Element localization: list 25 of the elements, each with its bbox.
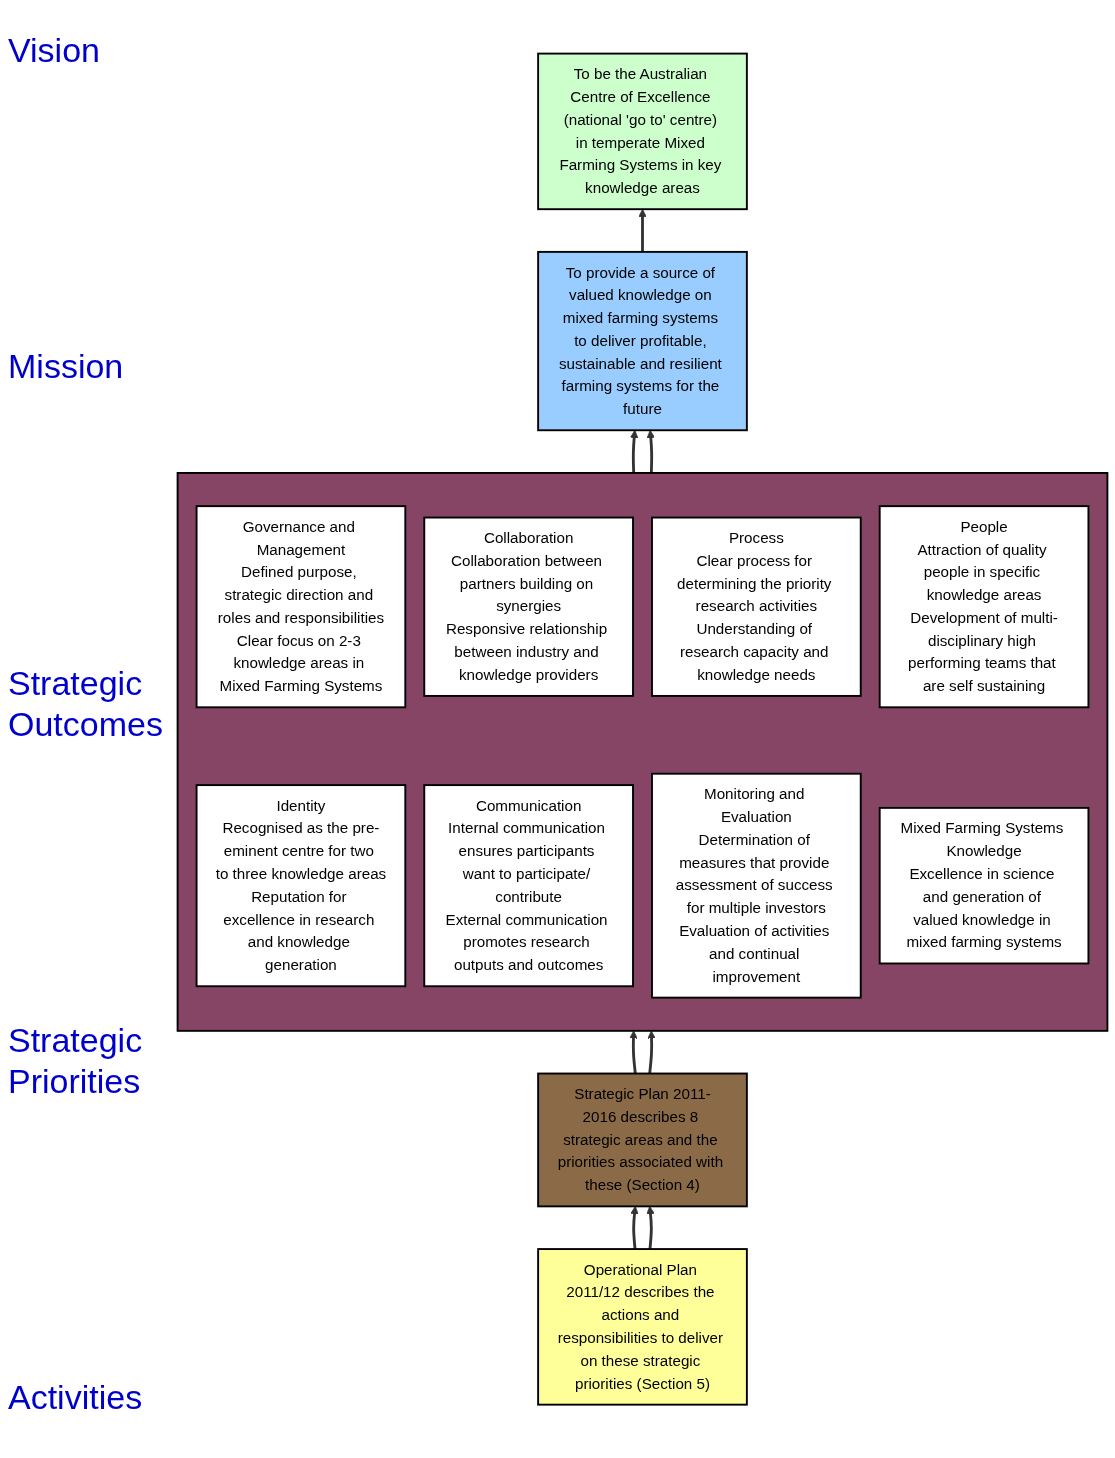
node-box: Operational Plan 2011/12 describes the actions and responsibilities to deliver on these strategic priorities (Section 5) (537, 1248, 748, 1406)
arrow (638, 208, 647, 252)
node-box: To provide a source of valued knowledge on mixed farming systems to deliver profitable, sustainable and resilient farming systems for the future (537, 250, 748, 432)
node-box: Mixed Farming Systems Knowledge Excellence in science and generation of valued knowledge in mixed farming systems (878, 806, 1090, 965)
node-box: Strategic Plan 2011-2016 describes 8 strategic areas and the priorities associated with these (Section 4) (537, 1072, 748, 1208)
arrow (646, 1205, 655, 1250)
row-label: Vision (8, 30, 101, 71)
arrow (630, 1205, 639, 1250)
node-box: Communication Internal communication ensures participants want to participate/ contribute External communication promotes research outputs and outcomes (423, 784, 634, 988)
node-box: Governance and Management Defined purpose, strategic direction and roles and responsibilities Clear focus on 2-3 knowledge areas in Mixed Farming Systems (195, 505, 407, 709)
row-label: Mission (8, 346, 125, 388)
node-box: To be the Australian Centre of Excellence (national 'go to' centre) in temperate Mixed Farming Systems in key knowledge areas (537, 52, 748, 210)
cluster (176, 471, 1109, 1032)
arrow (647, 1030, 656, 1074)
row-label: Strategic Priorities (8, 1019, 144, 1102)
node-box: Monitoring and Evaluation Determination of measures that provide assessment of success for multiple investors Evaluation of activities and continual improvement (651, 772, 862, 999)
node-box: Identity Recognised as the pre-eminent centre for two to three knowledge areas Reputation for excellence in research and knowledge generation (195, 784, 407, 988)
arrow (629, 1030, 638, 1074)
node-box: Process Clear process for determining the priority research activities Understanding of research capacity and knowledge needs (651, 516, 862, 697)
node-box: People Attraction of quality people in specific knowledge areas Development of multi-disciplinary high performing teams that are self sustaining (878, 505, 1090, 709)
row-label: Activities (8, 1377, 144, 1418)
arrow (630, 429, 639, 473)
row-label: Strategic Outcomes (8, 662, 164, 745)
node-box: Collaboration Collaboration between partners building on synergies Responsive relationship between industry and knowledge providers (423, 516, 634, 697)
arrow (646, 429, 655, 473)
